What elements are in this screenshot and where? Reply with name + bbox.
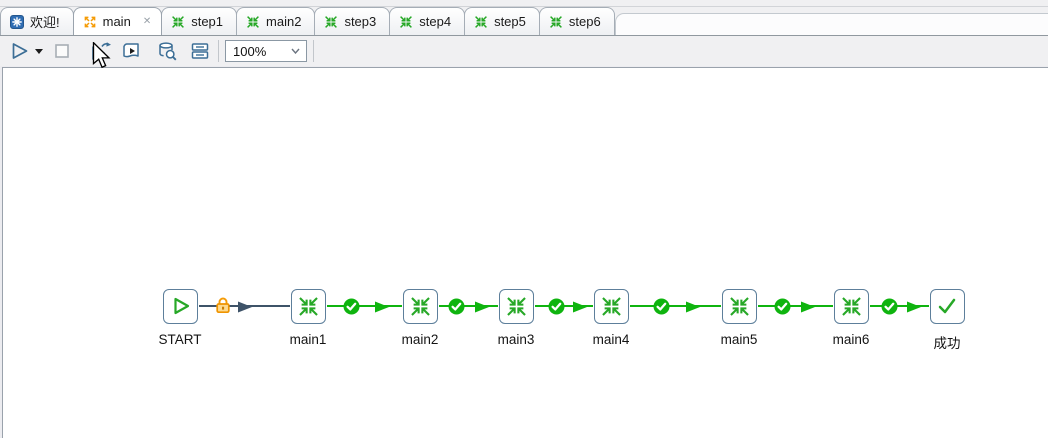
hop-arrow-icon <box>238 300 253 318</box>
caret-down-icon <box>34 47 44 55</box>
run-options-button[interactable] <box>32 38 46 64</box>
job-icon <box>83 15 97 29</box>
hop-arrow-icon <box>475 300 490 318</box>
stop-button <box>50 38 74 64</box>
database-search-icon <box>156 41 178 61</box>
toolbar-separator <box>218 40 219 62</box>
transformation-icon <box>549 15 563 29</box>
node-success[interactable] <box>929 288 965 324</box>
node-main4[interactable] <box>593 288 629 324</box>
check-node-icon <box>934 293 960 319</box>
tab-label: step6 <box>568 14 601 29</box>
toolbar-separator <box>313 40 314 62</box>
chevron-down-icon <box>291 48 300 54</box>
hop-line-main2-main3 <box>438 305 498 307</box>
hop-arrow-icon <box>375 300 390 318</box>
hop-arrow-icon <box>686 300 701 318</box>
node-main1[interactable] <box>290 288 326 324</box>
window-top-strip <box>0 0 1048 7</box>
transformation-icon <box>474 15 488 29</box>
execution-results-icon <box>190 41 210 61</box>
node-main3[interactable] <box>498 288 534 324</box>
tab-step6[interactable]: step6 <box>538 7 615 35</box>
hop-success-check-icon[interactable] <box>653 298 670 320</box>
zoom-level-select[interactable]: 100% <box>225 40 307 62</box>
transformation-node-icon <box>504 294 529 319</box>
node-label-main2: main2 <box>401 332 439 347</box>
tab-bar: 欢迎! main ✕ step1 main2 step3 step4 step5 step6 <box>0 7 1048 36</box>
hop-arrow-icon <box>573 300 588 318</box>
transformation-node-icon <box>296 294 321 319</box>
node-main2[interactable] <box>402 288 438 324</box>
run-script-button[interactable] <box>118 38 144 64</box>
script-run-icon <box>120 41 142 61</box>
run-icon <box>9 41 30 61</box>
hop-success-check-icon[interactable] <box>881 298 898 320</box>
hop-success-check-icon[interactable] <box>548 298 565 320</box>
transformation-icon <box>324 15 338 29</box>
hop-line-main5-main6 <box>757 305 833 307</box>
transformation-node-icon <box>727 294 752 319</box>
node-label-success: 成功 <box>933 336 961 351</box>
hop-success-check-icon[interactable] <box>448 298 465 320</box>
node-label-main1: main1 <box>289 332 327 347</box>
node-label-start: START <box>158 332 202 347</box>
tab-label: main <box>102 14 131 29</box>
hop-arrow-icon <box>907 300 922 318</box>
tab-list: 欢迎! main ✕ step1 main2 step3 step4 step5 step6 <box>0 7 615 35</box>
hop-arrow-icon <box>801 300 816 318</box>
tab-step3[interactable]: step3 <box>314 7 391 35</box>
node-label-main4: main4 <box>592 332 630 347</box>
tab-label: step3 <box>344 14 377 29</box>
node-main6[interactable] <box>833 288 869 324</box>
close-icon[interactable]: ✕ <box>142 15 152 27</box>
hop-line-main1-main2 <box>326 305 402 307</box>
transformation-icon <box>171 15 185 29</box>
tab-label: step5 <box>494 14 526 29</box>
tab-step4[interactable]: step4 <box>389 7 466 35</box>
transformation-node-icon <box>408 294 433 319</box>
node-main5[interactable] <box>721 288 757 324</box>
welcome-icon <box>10 14 24 29</box>
hop-success-check-icon[interactable] <box>343 298 360 320</box>
tab-label: 欢迎! <box>30 15 60 30</box>
transformation-node-icon <box>839 294 864 319</box>
tab-label: main2 <box>266 14 302 29</box>
tab-step1[interactable]: step1 <box>161 7 238 35</box>
hop-line-main6-success <box>869 305 929 307</box>
tab-main[interactable]: main ✕ <box>72 7 163 35</box>
tab-main2[interactable]: main2 <box>236 7 316 35</box>
node-label-main6: main6 <box>832 332 870 347</box>
transformation-icon <box>246 15 260 29</box>
zoom-level-value: 100% <box>233 43 267 59</box>
database-explorer-button[interactable] <box>154 38 180 64</box>
start-node-icon <box>167 293 193 319</box>
tab-step5[interactable]: step5 <box>464 7 540 35</box>
job-canvas[interactable]: START main1 main2 main3 main4 main5 main6 成功 <box>2 67 1048 438</box>
replay-button[interactable] <box>88 38 116 64</box>
execution-results-button[interactable] <box>188 38 212 64</box>
replay-icon <box>90 41 114 62</box>
stop-icon <box>52 41 72 61</box>
toolbar: 100% <box>0 36 1048 66</box>
node-label-main5: main5 <box>720 332 758 347</box>
hop-line-main4-main5 <box>629 305 721 307</box>
transformation-node-icon <box>599 294 624 319</box>
node-label-main3: main3 <box>497 332 535 347</box>
tab-label: step1 <box>191 14 224 29</box>
hop-success-check-icon[interactable] <box>774 298 791 320</box>
hop-lock-icon[interactable] <box>215 296 231 319</box>
transformation-icon <box>399 15 413 29</box>
tab-bar-filler <box>614 13 1048 35</box>
tab-welcome[interactable]: 欢迎! <box>0 7 74 35</box>
run-button[interactable] <box>7 38 32 64</box>
tab-label: step4 <box>419 14 452 29</box>
node-start[interactable] <box>162 288 198 324</box>
